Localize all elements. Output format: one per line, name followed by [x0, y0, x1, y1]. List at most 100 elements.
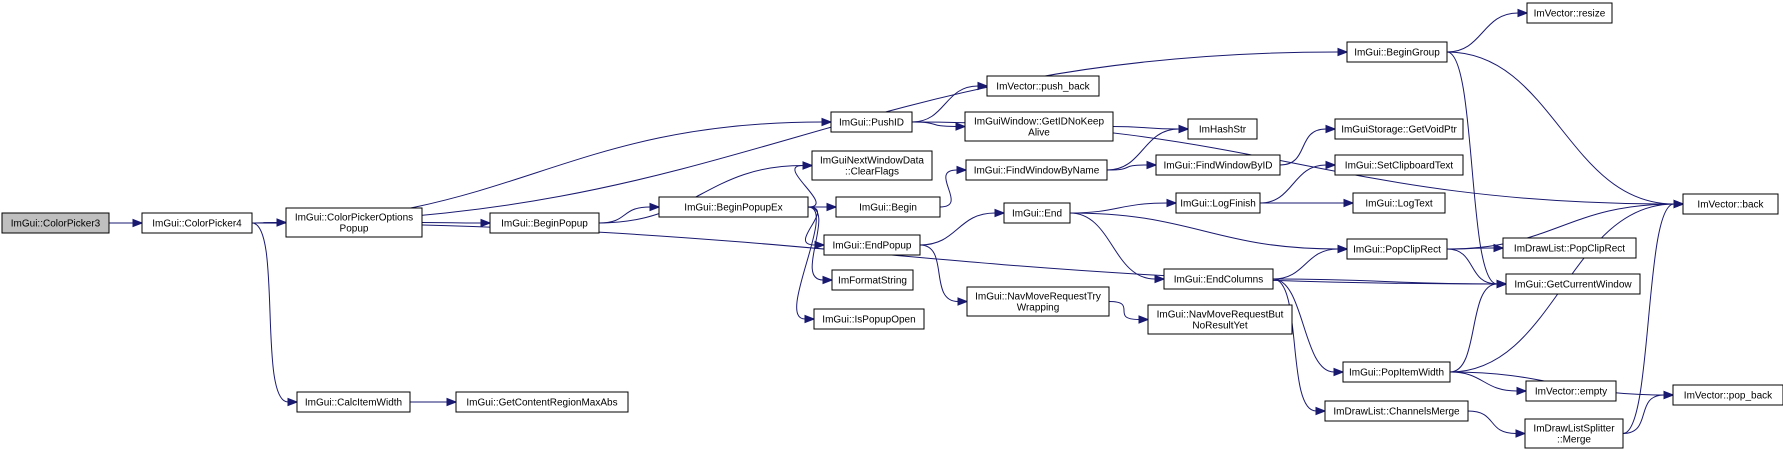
edge-arrowhead	[994, 208, 1006, 218]
node-ispopup[interactable]: ImGui::IsPopupOpen	[813, 308, 925, 330]
node-cp4[interactable]: ImGui::ColorPicker4	[141, 212, 253, 234]
node-label: ImGui::NavMoveRequestTry	[975, 292, 1101, 303]
node-back[interactable]: ImVector::back	[1682, 193, 1779, 215]
edge-bpe-to-nwd	[794, 161, 817, 208]
edge-popcliprect-to-dlpop	[1446, 243, 1505, 253]
node-popcliprect[interactable]: ImGui::PopClipRect	[1346, 238, 1448, 260]
node-box	[1324, 400, 1469, 422]
edge-begin-to-fwbn	[939, 165, 968, 208]
node-cp3[interactable]: ImGui::ColorPicker3	[1, 212, 110, 234]
node-box	[964, 111, 1114, 142]
edge-arrowhead	[822, 275, 834, 285]
node-box	[1147, 304, 1293, 335]
edge-navwrap-to-navbut	[1108, 301, 1150, 324]
node-empty[interactable]: ImVector::empty	[1525, 380, 1617, 402]
edge-line	[1446, 51, 1675, 205]
node-box	[1342, 361, 1451, 383]
edge-line	[939, 169, 958, 208]
edge-bp-to-bpe	[598, 202, 661, 224]
node-end[interactable]: ImGui::End	[1003, 202, 1071, 224]
node-box	[831, 269, 914, 291]
node-box	[811, 150, 933, 181]
node-fwbn[interactable]: ImGui::FindWindowByName	[965, 159, 1108, 181]
node-box	[1346, 41, 1448, 63]
edge-line	[1272, 278, 1317, 412]
node-box	[1682, 193, 1779, 215]
node-begingroup[interactable]: ImGui::BeginGroup	[1346, 41, 1448, 63]
node-box	[1175, 192, 1261, 214]
node-cw[interactable]: ImGui::CalcItemWidth	[296, 391, 411, 413]
edge-line	[919, 244, 959, 302]
node-label: ImGui::BeginPopup	[501, 219, 588, 230]
node-hashstr[interactable]: ImHashStr	[1187, 118, 1258, 140]
node-popitem[interactable]: ImGui::PopItemWidth	[1342, 361, 1451, 383]
edge-line	[911, 85, 979, 123]
edge-arrowhead	[1493, 243, 1505, 253]
edge-line	[1622, 203, 1675, 434]
node-label: ImGui::PushID	[839, 118, 904, 129]
node-fmt[interactable]: ImFormatString	[831, 269, 914, 291]
edge-end-to-endcols	[1069, 212, 1166, 284]
node-box	[285, 207, 423, 238]
edge-line	[1272, 278, 1335, 373]
edge-cpop-to-bp	[421, 218, 492, 228]
node-label: ImGui::NavMoveRequestBut	[1157, 310, 1284, 321]
node-logfinish[interactable]: ImGui::LogFinish	[1175, 192, 1261, 214]
node-pushid[interactable]: ImGui::PushID	[830, 111, 913, 133]
node-label: Popup	[340, 224, 369, 235]
edge-line	[1279, 128, 1327, 166]
edge-begingroup-to-back	[1446, 51, 1685, 209]
node-chmerge[interactable]: ImDrawList::ChannelsMerge	[1324, 400, 1469, 422]
node-box	[1155, 154, 1281, 176]
node-fwbid[interactable]: ImGui::FindWindowByID	[1155, 154, 1281, 176]
edge-logfinish-to-setclip	[1259, 160, 1337, 204]
node-begin[interactable]: ImGui::Begin	[835, 196, 941, 218]
edge-fwbn-to-fwbid	[1106, 160, 1158, 171]
node-box	[813, 308, 925, 330]
edge-begingroup-to-resize	[1446, 8, 1529, 53]
node-setclip[interactable]: ImGui::SetClipboardText	[1334, 154, 1464, 176]
node-logtext[interactable]: ImGui::LogText	[1352, 192, 1446, 214]
node-box	[1505, 273, 1641, 295]
node-storage[interactable]: ImGuiStorage::GetVoidPtr	[1334, 118, 1464, 140]
edge-line	[794, 165, 817, 208]
node-splmerge[interactable]: ImDrawListSplitter::Merge	[1524, 418, 1624, 449]
node-box	[1525, 380, 1617, 402]
edge-splmerge-to-popback	[1622, 390, 1675, 434]
node-box	[141, 212, 253, 234]
edge-endpopup-to-navwrap	[919, 244, 969, 306]
edge-cp3-to-cp4	[108, 218, 144, 228]
edge-arrowhead	[480, 218, 492, 228]
node-popback[interactable]: ImVector::pop_back	[1672, 384, 1783, 406]
node-gcrma[interactable]: ImGui::GetContentRegionMaxAbs	[455, 391, 629, 413]
node-resize[interactable]: ImVector::resize	[1526, 2, 1613, 24]
node-label: Wrapping	[1017, 303, 1060, 314]
node-pushback[interactable]: ImVector::push_back	[986, 75, 1100, 97]
node-bpe[interactable]: ImGui::BeginPopupEx	[658, 196, 809, 218]
node-box	[296, 391, 411, 413]
node-endpopup[interactable]: ImGui::EndPopup	[823, 234, 921, 256]
node-label: ImGui::PopClipRect	[1353, 245, 1441, 256]
node-dlpop[interactable]: ImDrawList::PopClipRect	[1502, 237, 1637, 259]
node-bp[interactable]: ImGui::BeginPopup	[489, 212, 600, 234]
edge-arrowhead	[804, 314, 816, 324]
node-box	[986, 75, 1100, 97]
edge-line	[807, 206, 824, 281]
edge-arrowhead	[957, 297, 969, 306]
edge-line	[1446, 12, 1519, 53]
node-endcols[interactable]: ImGui::EndColumns	[1163, 268, 1274, 290]
node-box	[1334, 154, 1464, 176]
node-box	[830, 111, 913, 133]
node-label: ImGui::ColorPicker3	[11, 219, 101, 230]
edge-arrowhead	[1496, 279, 1508, 289]
edge-line	[919, 212, 996, 246]
node-nwd[interactable]: ImGuiNextWindowData::ClearFlags	[811, 150, 933, 181]
edge-line	[1069, 212, 1156, 280]
node-gcw[interactable]: ImGui::GetCurrentWindow	[1505, 273, 1641, 295]
